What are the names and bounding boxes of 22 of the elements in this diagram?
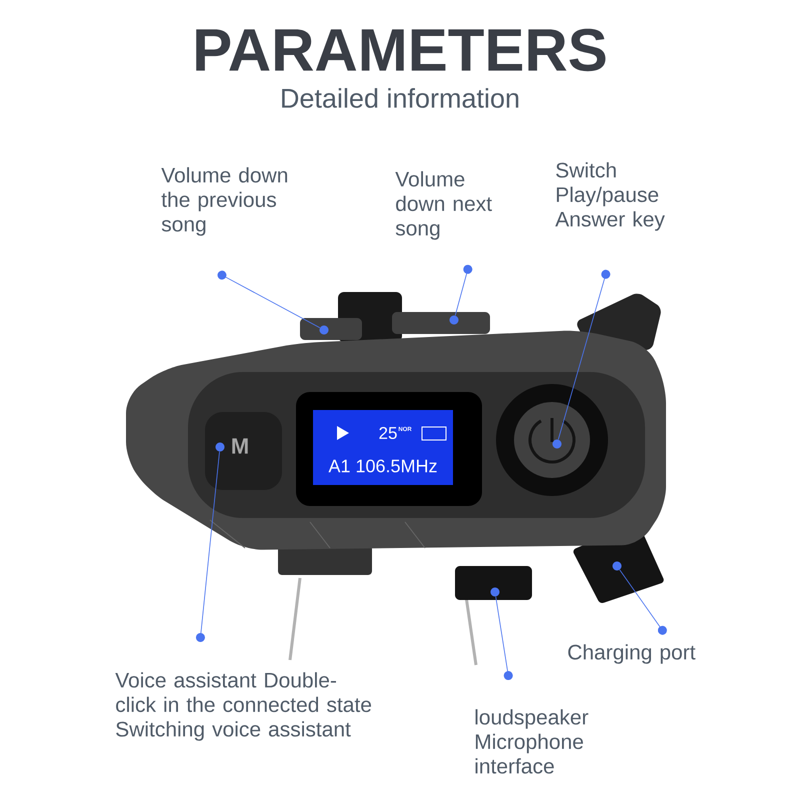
callout-text: Volume down next song [395, 171, 492, 240]
screen-text: 25 [379, 426, 397, 440]
callout-text: Charging port [568, 644, 696, 664]
callout-dot [552, 440, 562, 448]
callout-dot [450, 316, 458, 324]
callout-text: Voice assistant Double-click in the connected state Switching voice assistant [115, 672, 372, 741]
screen-text: A1 106.5MHz [328, 460, 437, 472]
callout-dot [490, 588, 500, 596]
subtitle: Detailed information [282, 88, 518, 108]
leader-line [619, 569, 667, 635]
leader-line [217, 270, 320, 328]
callout-text: Switch Play/pause Answer key [555, 162, 665, 231]
leader-line [558, 270, 610, 440]
button-label: M [232, 438, 248, 454]
callout-dot [612, 562, 622, 570]
callout-dot [216, 442, 224, 452]
callout-text: loudspeaker Microphone interface [476, 709, 588, 774]
title: PARAMETERS [196, 28, 606, 72]
leader-line [196, 451, 220, 642]
callout-text: Volume down the previous song [161, 167, 288, 236]
callout-dot [320, 326, 328, 334]
leader-line [495, 596, 513, 680]
